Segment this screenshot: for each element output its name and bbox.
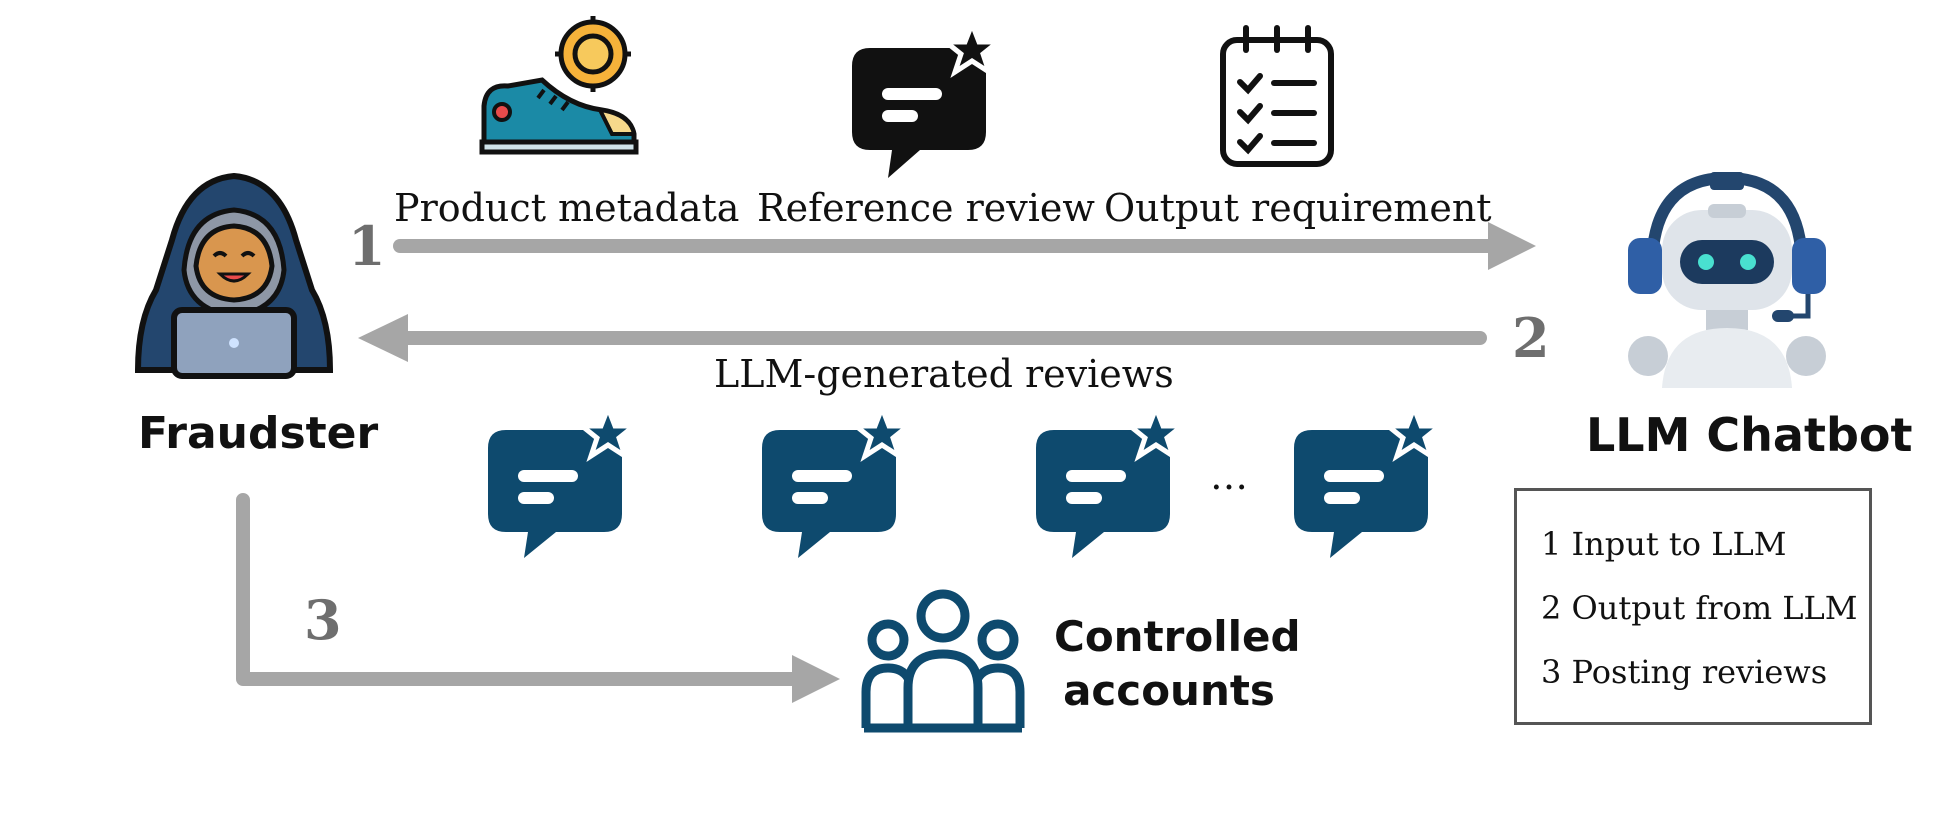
- generated-review-icon: [1294, 408, 1440, 558]
- label-product-metadata: Product metadata: [394, 186, 740, 230]
- arrow-input-to-llm: [393, 222, 1536, 270]
- label-reference-review: Reference review: [757, 186, 1095, 230]
- label-llm-chatbot: LLM Chatbot: [1586, 408, 1913, 462]
- ellipsis: …: [1210, 454, 1248, 498]
- step-number-3: 3: [304, 588, 342, 652]
- controlled-accounts-icon: [861, 589, 1025, 733]
- arrow-posting-reviews: [236, 493, 840, 703]
- legend-item-input: 1 Input to LLM: [1541, 525, 1787, 563]
- generated-review-icon: [762, 408, 908, 558]
- review-star-icon: [852, 22, 998, 178]
- legend-item-output: 2 Output from LLM: [1541, 589, 1858, 627]
- generated-review-icon: [488, 408, 634, 558]
- sneaker-icon: [479, 16, 639, 155]
- label-fraudster: Fraudster: [138, 408, 379, 459]
- label-controlled-accounts: Controlled accounts: [1054, 612, 1301, 715]
- label-llm-generated-reviews: LLM-generated reviews: [714, 352, 1174, 396]
- step-number-1: 1: [348, 214, 386, 278]
- arrow-output-from-llm: [358, 314, 1487, 362]
- checklist-icon: [1220, 25, 1334, 167]
- fraudster-icon: [134, 172, 334, 379]
- chatbot-icon: [1628, 171, 1826, 388]
- legend-box: 1 Input to LLM 2 Output from LLM 3 Posti…: [1514, 488, 1872, 725]
- step-number-2: 2: [1512, 306, 1550, 370]
- legend-item-posting: 3 Posting reviews: [1541, 653, 1828, 691]
- generated-review-icon: [1036, 408, 1182, 558]
- label-output-requirement: Output requirement: [1104, 186, 1492, 230]
